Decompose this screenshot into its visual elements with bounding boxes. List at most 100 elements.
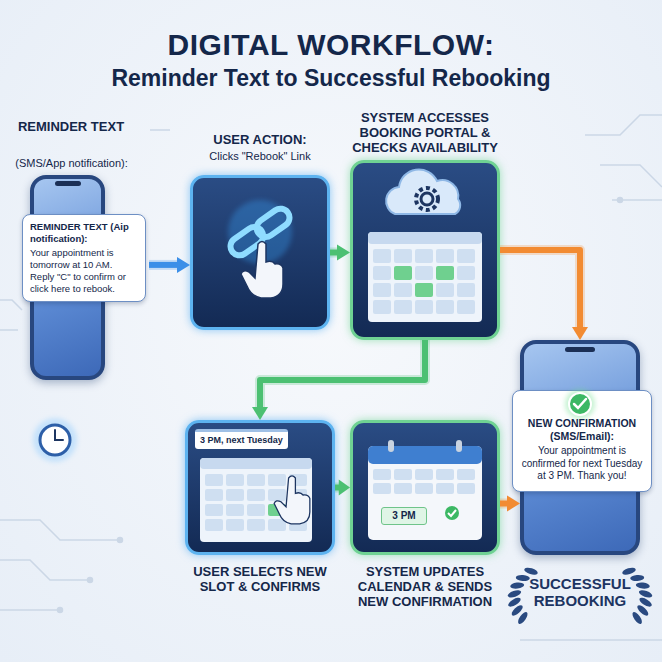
laurel [507, 566, 653, 625]
calendar-cell [436, 249, 454, 263]
phone-frame: NEW CONFIRMATION (SMS/Email):Your appoin… [520, 340, 640, 555]
slot-text: 3 PM, next Tuesday [195, 429, 288, 449]
calendar-cell [457, 266, 475, 280]
arrow-line [149, 262, 178, 268]
calendar-cell [247, 519, 265, 531]
subheading: Clicks "Rebook" Link [170, 150, 350, 163]
arrow-head [339, 480, 350, 496]
calendar-cell [415, 266, 433, 280]
arrow-glow [260, 340, 425, 408]
arrow-head [572, 327, 588, 340]
calendar-cell [373, 249, 391, 263]
heading: SYSTEM ACCESSES BOOKING PORTAL & CHECKS … [335, 110, 515, 155]
arrow-head [337, 245, 350, 261]
message-heading: REMINDER TEXT (Aip notification): [30, 221, 138, 244]
heading: REMINDER TEXT [16, 119, 126, 134]
calendar-cell [436, 469, 454, 480]
calendar-cell [457, 249, 475, 263]
message-body: Your appointment is confirmed for next T… [520, 445, 644, 483]
arrow-line [500, 250, 580, 328]
heading: USER ACTION: [170, 132, 350, 147]
arrow-line [260, 340, 425, 408]
calendar-cell [415, 469, 433, 480]
arrow-glow [330, 248, 338, 258]
calendar-cell [268, 474, 286, 486]
updated-calendar [368, 440, 482, 540]
calendar-cell [457, 483, 475, 494]
calendar-cell [226, 474, 244, 486]
calendar-cell [373, 283, 391, 297]
calendar-cell [415, 483, 433, 494]
calendar-cell [394, 249, 412, 263]
flow-arrow [500, 250, 588, 340]
calendar-cell [247, 504, 265, 516]
laurel-leaf [516, 574, 530, 581]
calendar-cell [373, 300, 391, 314]
calendar-cell [226, 489, 244, 501]
calendar-cell [436, 283, 454, 297]
slot-text: 3 PM [381, 507, 427, 525]
calendar-cell [415, 249, 433, 263]
notification-bubble: REMINDER TEXT (Aip notification):Your ap… [22, 214, 146, 302]
calendar-cell [226, 519, 244, 531]
calendar-cell [436, 266, 454, 280]
arrow-line [330, 250, 338, 256]
calendar-cell [226, 504, 244, 516]
laurel-leaf [638, 589, 653, 599]
laurel-leaf [523, 566, 538, 576]
calendar-cell [247, 474, 265, 486]
flow-arrow [335, 480, 350, 496]
flow-arrow [252, 340, 425, 420]
laurel-leaf [507, 589, 522, 599]
laurel-leaf [631, 611, 644, 626]
flow-arrow [330, 245, 350, 261]
calendar-cell [457, 283, 475, 297]
calendar-cell [205, 519, 223, 531]
phone-notch [55, 181, 595, 352]
arrow-head [252, 407, 268, 420]
calendar-cell [415, 283, 433, 297]
arrow-glow [500, 499, 508, 509]
cloud-gear [386, 169, 460, 214]
message-heading: NEW CONFIRMATION (SMS/Email): [520, 417, 644, 442]
flow-arrow [149, 257, 190, 273]
calendar-cell [268, 489, 286, 501]
calendar-cell [394, 300, 412, 314]
heading: SYSTEM UPDATES CALENDAR & SENDS NEW CONF… [345, 564, 505, 609]
phone-frame: REMINDER TEXT(SMS/App notification):REMI… [30, 175, 105, 380]
clock-icon [33, 418, 77, 462]
calendar-cell [415, 300, 433, 314]
calendar-cell [436, 483, 454, 494]
calendar-cell [205, 489, 223, 501]
badge-text: SUCCESSFUL REBOOKING [524, 575, 636, 609]
calendar-window [368, 232, 482, 322]
arrow-glow [500, 250, 580, 328]
calendar-cell [394, 266, 412, 280]
laurel-leaf [621, 566, 636, 576]
arrow-head [177, 257, 190, 273]
laurel-leaf [630, 574, 644, 581]
calendar-cell [373, 266, 391, 280]
calendar-cell [436, 300, 454, 314]
calendar-cell [394, 283, 412, 297]
calendar-cell [394, 469, 412, 480]
laurel-leaf [510, 582, 525, 590]
calendar-cell [205, 474, 223, 486]
calendar-cell [457, 469, 475, 480]
subheading: (SMS/App notification): [9, 157, 134, 170]
link-icon [227, 200, 293, 298]
calendar-cell [247, 489, 265, 501]
heading: USER SELECTS NEW SLOT & CONFIRMS [180, 564, 340, 594]
calendar-cell [205, 504, 223, 516]
calendar-cell [373, 469, 391, 480]
slot-calendar [200, 458, 312, 542]
subtitle: Reminder Text to Successful Rebooking [0, 65, 662, 92]
arrow-glow [149, 260, 178, 270]
laurel-leaf [635, 582, 650, 590]
title: DIGITAL WORKFLOW: [0, 28, 662, 62]
arrow-line [500, 501, 508, 507]
flow-arrow [500, 496, 520, 512]
